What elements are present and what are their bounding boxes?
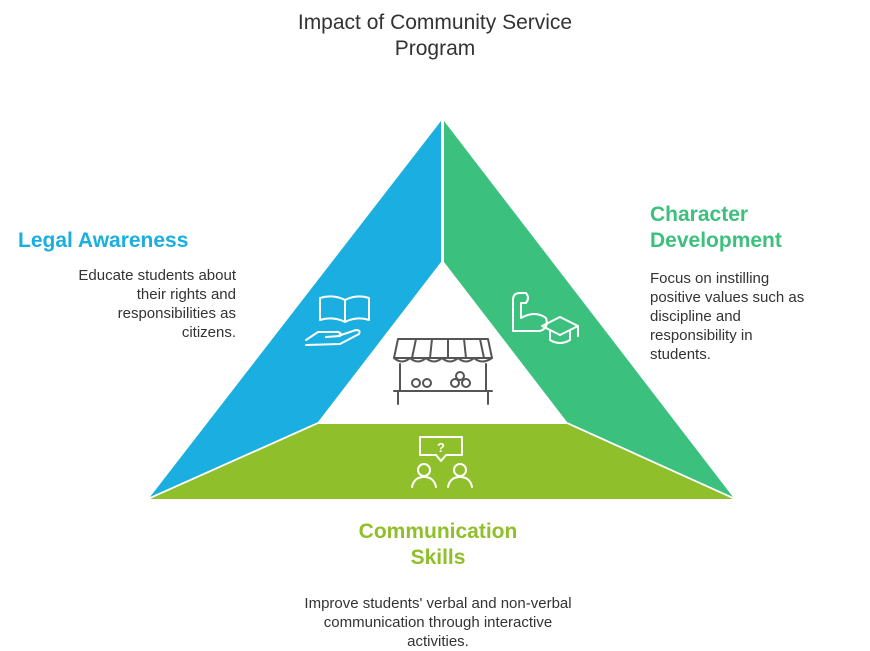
communication-skills-heading: Communication Skills [358,520,518,569]
character-development-heading: Character Development [650,203,782,252]
character-development-description: Focus on instilling positive values such… [650,270,805,363]
character-development-segment [444,121,733,497]
legal-awareness-segment [150,121,441,497]
book-in-hand-icon [305,295,370,346]
legal-awareness-heading: Legal Awareness [18,229,189,252]
communication-skills-description: Improve students' verbal and non-verbal … [304,595,572,650]
legal-awareness-description: Educate students about their rights and … [78,267,236,341]
diagram-title: Impact of Community Service Program [297,11,573,60]
two-people-question-bubble-icon: ? [411,436,473,488]
market-stall-icon [393,338,493,405]
arm-graduation-cap-icon [512,292,579,344]
svg-text:?: ? [437,440,445,455]
